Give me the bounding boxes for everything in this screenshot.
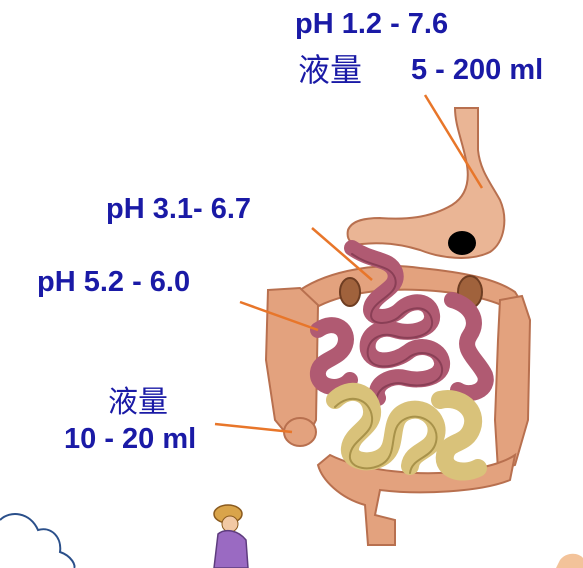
colon-flexure-left <box>340 278 360 306</box>
colon-volume-caption: 液量 <box>108 388 168 418</box>
stomach <box>348 108 505 258</box>
colon-volume-value: 10 - 20 ml <box>64 425 196 454</box>
corner-shape <box>556 554 583 568</box>
ileum <box>335 392 478 473</box>
decorative-figures <box>0 505 583 568</box>
stomach-ph-label: pH 1.2 - 7.6 <box>295 10 448 39</box>
stomach-volume-value: 5 - 200 ml <box>411 56 543 85</box>
stomach-volume-caption: 液量 <box>298 54 362 86</box>
pylorus-dot <box>448 231 476 255</box>
jejunum-ph-label: pH 5.2 - 6.0 <box>37 268 190 297</box>
duodenum-ph-label: pH 3.1- 6.7 <box>106 195 251 224</box>
small-person-figure <box>214 505 248 568</box>
cloud-outline <box>0 514 74 568</box>
